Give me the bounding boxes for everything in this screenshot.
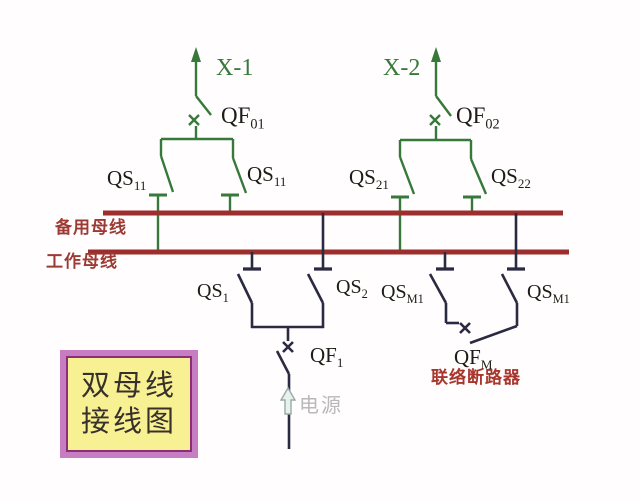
label-disconnector-qs22: QS22	[491, 164, 531, 192]
label-disconnector-qsm1-left: QSM1	[381, 281, 424, 306]
label-power-source: 电源	[299, 395, 343, 417]
diagram-title-line2: 接线图	[80, 406, 177, 438]
label-feeder-x2: X-2	[383, 55, 421, 81]
label-breaker-qf01: QF01	[221, 103, 265, 133]
label-breaker-qfm: QFM	[454, 345, 493, 373]
breaker-x-mark	[188, 114, 200, 126]
label-disconnector-qs2: QS2	[336, 276, 368, 301]
label-breaker-qf02: QF02	[456, 103, 500, 133]
breaker-x-mark	[459, 322, 471, 334]
breaker-x-mark	[282, 341, 294, 353]
feeder-x1-lines	[149, 47, 248, 252]
diagram-title-line1: 双母线	[80, 369, 177, 402]
label-disconnector-qs11-left: QS11	[107, 166, 147, 194]
tie-breaker-lines	[428, 213, 525, 345]
label-breaker-qf1: QF1	[310, 343, 344, 371]
label-busbar-working: 工作母线	[46, 252, 118, 271]
label-disconnector-qsm1-right: QSM1	[527, 281, 570, 306]
label-feeder-x1: X-1	[216, 55, 254, 81]
source-branch-lines	[236, 213, 332, 449]
power-arrow-icon	[279, 386, 297, 415]
diagram-title-text: 双母线 接线图	[66, 356, 192, 452]
label-tie-breaker-caption: 联络断路器	[431, 368, 521, 387]
breaker-x-mark	[429, 114, 441, 126]
feeder-x1-arrow-icon	[191, 47, 201, 62]
busbar-lines	[88, 210, 569, 255]
feeder-x2-lines	[391, 47, 488, 252]
label-disconnector-qs11-right: QS11	[247, 162, 287, 190]
label-disconnector-qs1: QS1	[197, 280, 229, 305]
label-disconnector-qs21: QS21	[349, 165, 389, 193]
diagram-title-box: 双母线 接线图	[60, 350, 198, 458]
feeder-x2-arrow-icon	[431, 47, 441, 62]
label-busbar-reserve: 备用母线	[55, 218, 127, 237]
